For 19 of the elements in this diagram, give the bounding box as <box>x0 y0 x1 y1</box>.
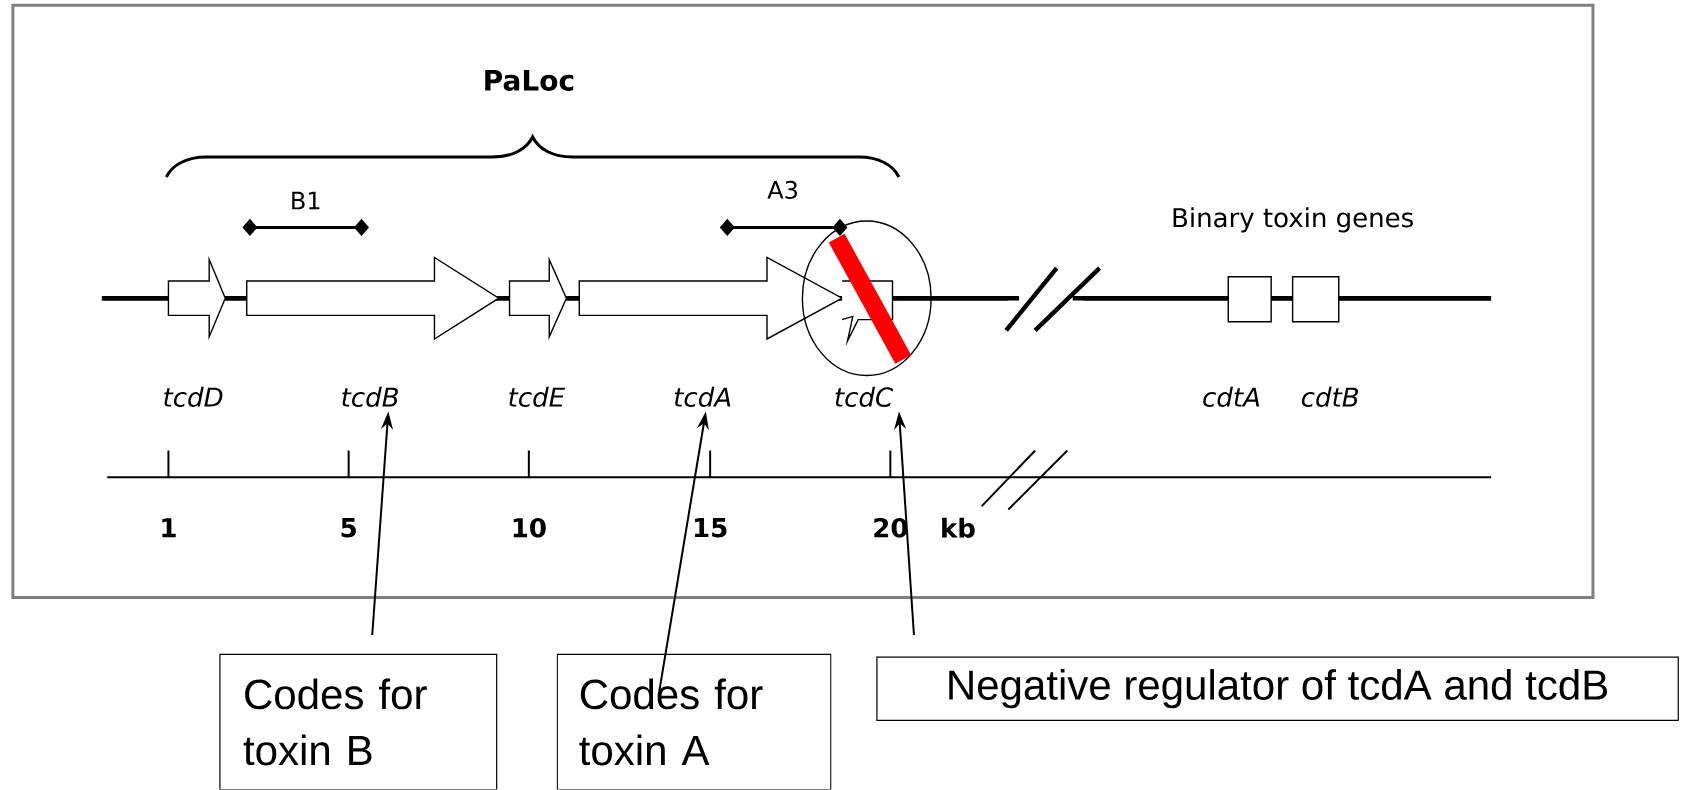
unit-label: kb <box>942 517 975 539</box>
scale-number: 5 <box>341 518 356 538</box>
callout-box: Codes for toxin A <box>556 654 832 790</box>
gene-label: tcdB <box>342 387 398 408</box>
gene-label: cdtA <box>1203 387 1260 408</box>
gene-label: cdtB <box>1301 387 1358 408</box>
segment-label: A3 <box>767 181 797 200</box>
segment-label: B1 <box>292 192 320 210</box>
scale-number: 15 <box>695 518 727 538</box>
scale-number: 10 <box>513 518 546 538</box>
heading: PaLoc <box>485 70 574 92</box>
group-label: Binary toxin genes <box>1173 207 1413 233</box>
gene-label: tcdA <box>674 387 731 408</box>
scale-number: 1 <box>162 518 176 538</box>
gene-label: tcdD <box>164 387 223 408</box>
gene-label: tcdE <box>509 387 566 408</box>
callout-box: Codes for toxin B <box>219 654 498 790</box>
callout-box: Negative regulator of tcdA and tcdB <box>876 656 1679 722</box>
gene-label: tcdC <box>835 387 894 408</box>
